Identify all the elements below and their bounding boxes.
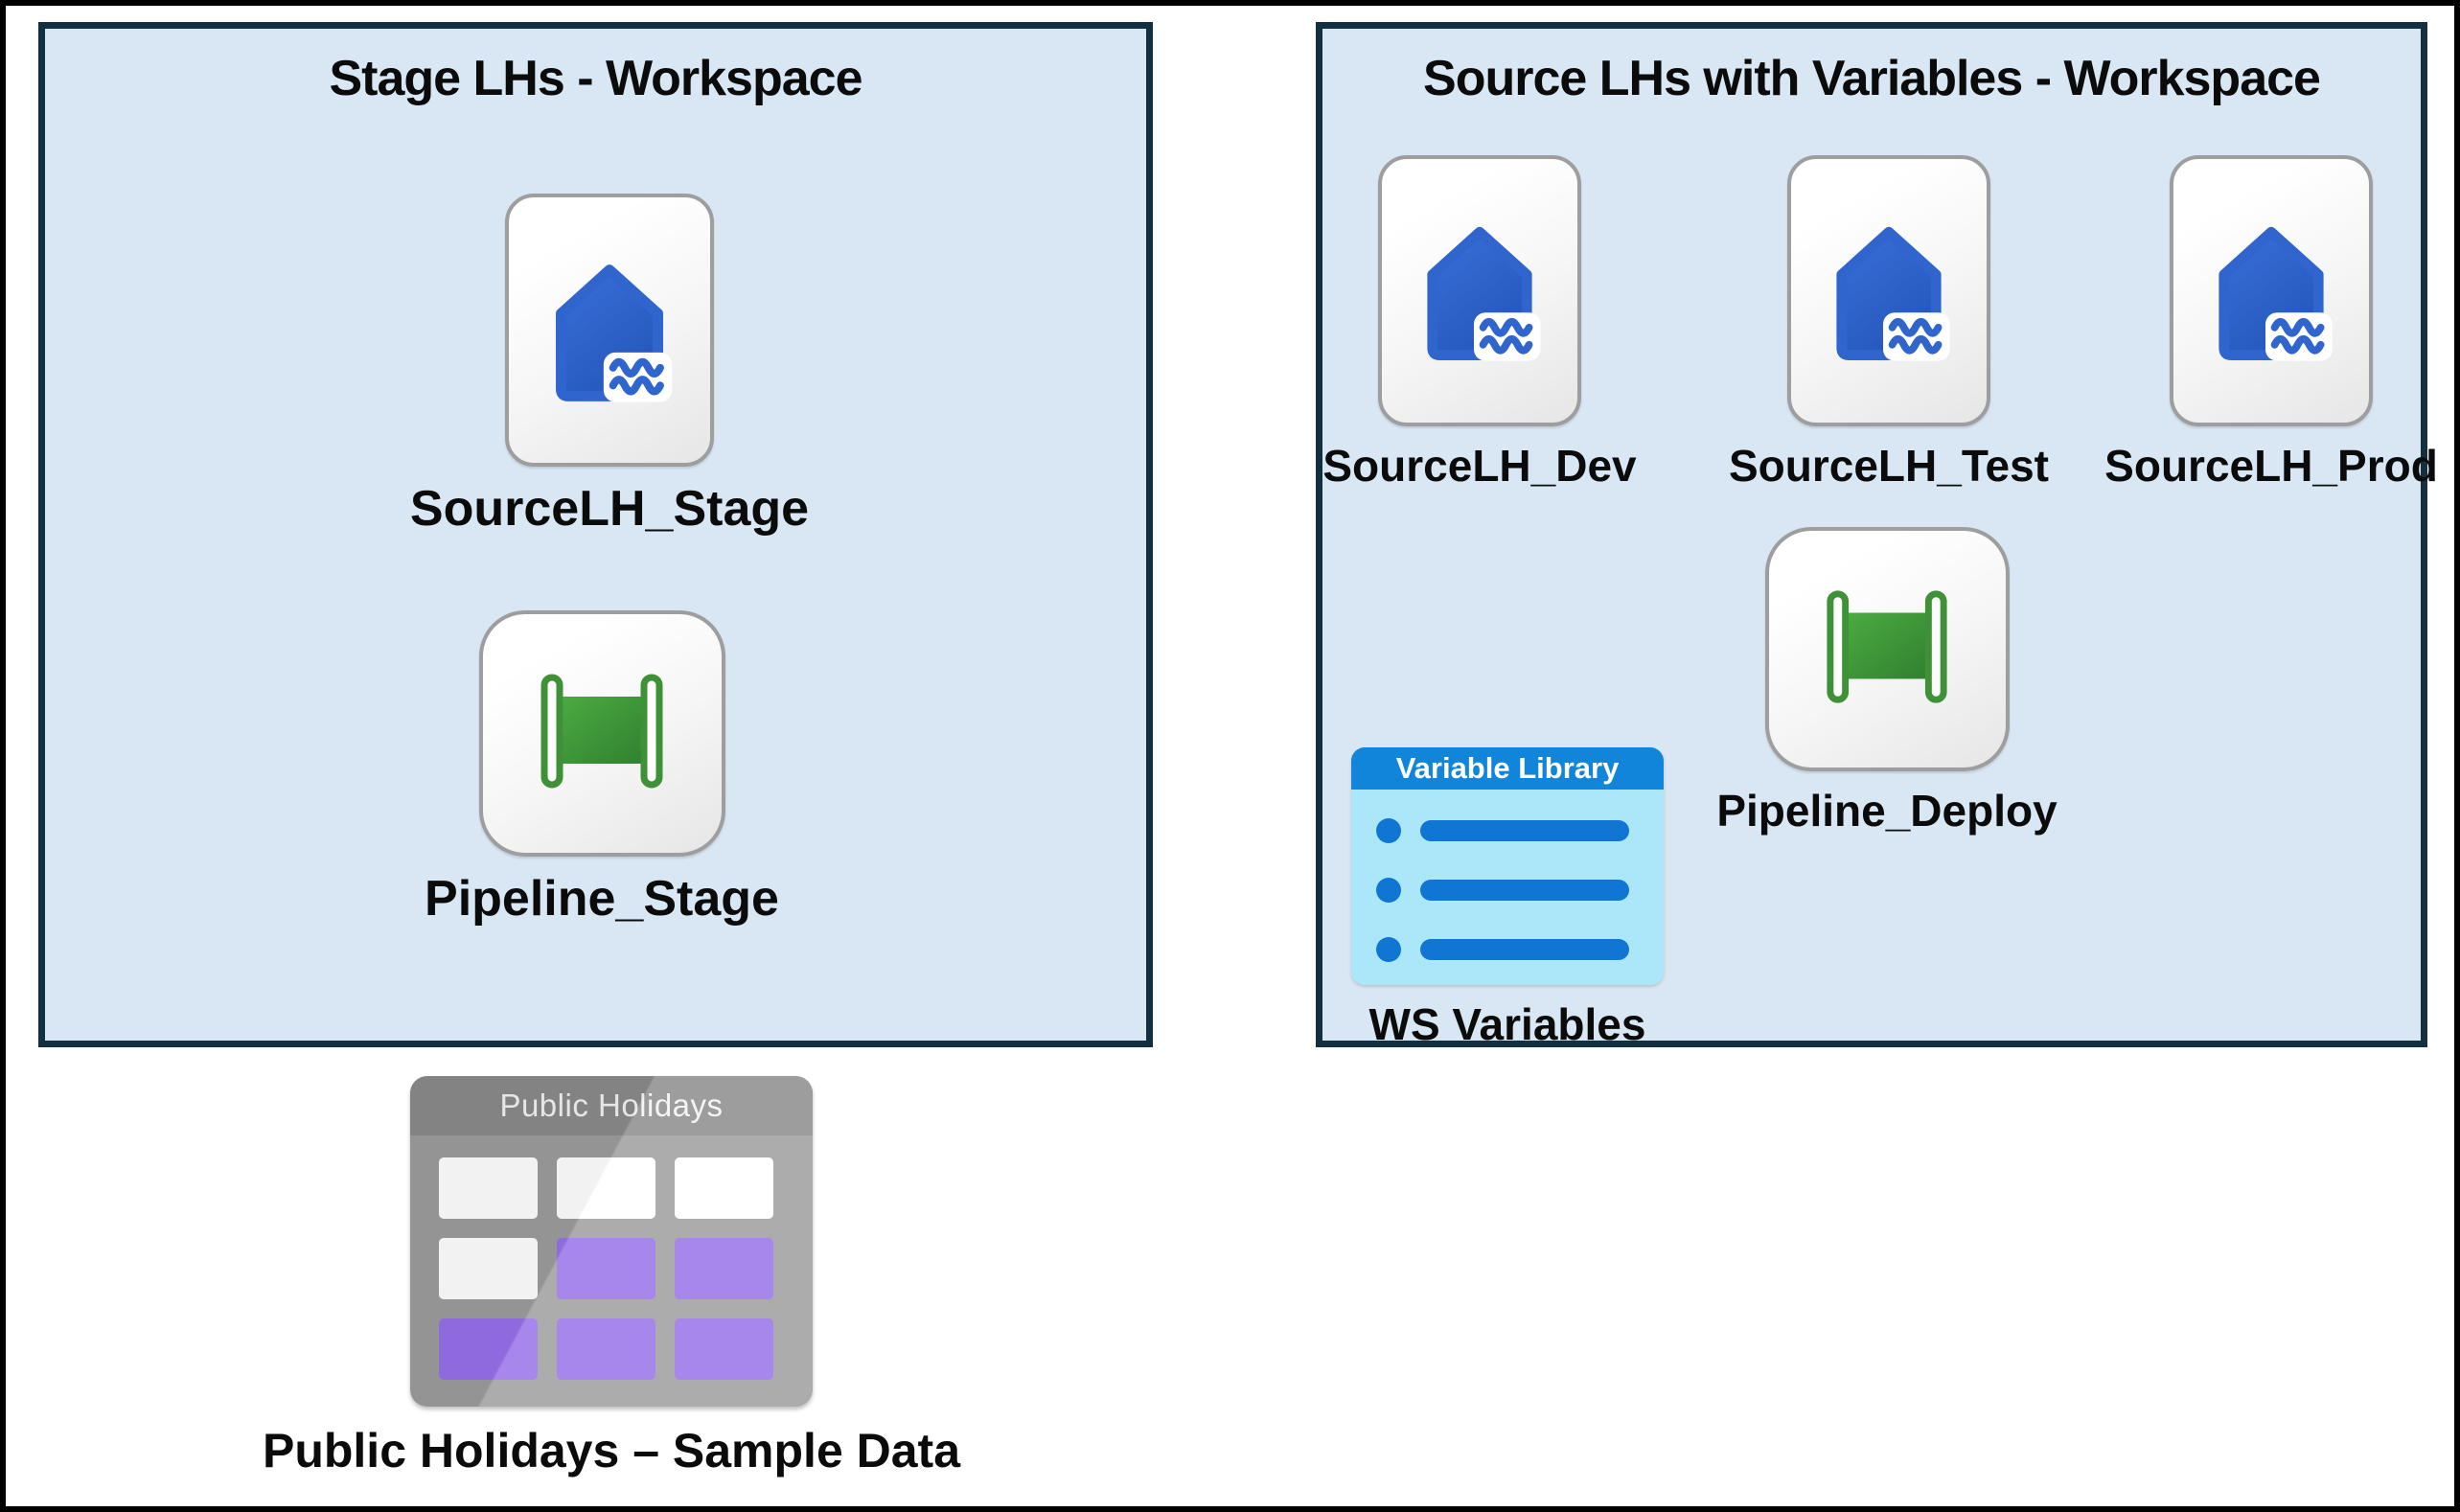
- variable-library-item: Variable Library WS Varia: [1351, 747, 1664, 1050]
- variable-row: [1376, 937, 1629, 962]
- lakehouse-prod-label: SourceLH_Prod: [2104, 441, 2438, 491]
- sample-data-item: Public Holidays Public Holidays – Sample…: [199, 1076, 1023, 1478]
- table-cell-purple: [439, 1318, 538, 1380]
- bullet-icon: [1376, 818, 1401, 843]
- lakehouse-card: [2170, 155, 2373, 426]
- variable-row: [1376, 878, 1629, 903]
- sample-table-grid: [410, 1135, 813, 1405]
- table-cell-white: [557, 1157, 655, 1219]
- pipeline-card: [1764, 527, 2010, 771]
- lakehouse-prod-item: SourceLH_Prod: [2032, 155, 2460, 492]
- pipeline-stage-label: Pipeline_Stage: [425, 871, 779, 927]
- variable-row: [1376, 818, 1629, 843]
- table-cell-purple: [675, 1238, 773, 1299]
- stage-workspace-panel: Stage LHs - Workspace: [38, 22, 1153, 1047]
- pipeline-deploy-item: Pipeline_Deploy: [1647, 527, 2127, 836]
- lakehouse-test-label: SourceLH_Test: [1728, 441, 2050, 491]
- variable-bar: [1420, 939, 1629, 960]
- lakehouse-stage-label: SourceLH_Stage: [409, 481, 810, 537]
- table-cell-purple: [557, 1318, 655, 1380]
- ws-variables-label: WS Variables: [1368, 999, 1646, 1049]
- variable-bar: [1420, 820, 1629, 841]
- stage-workspace-title: Stage LHs - Workspace: [329, 51, 862, 106]
- lakehouse-card: [1378, 155, 1581, 426]
- table-cell-purple: [557, 1238, 655, 1299]
- table-cell-purple: [675, 1318, 773, 1380]
- table-cell-white: [439, 1157, 538, 1219]
- table-cell-white: [439, 1238, 538, 1299]
- pipeline-card: [478, 610, 725, 857]
- lakehouse-icon: [1412, 214, 1548, 368]
- variable-library-icon-body: [1351, 790, 1664, 985]
- pipeline-stage-item: Pipeline_Stage: [314, 610, 889, 928]
- source-workspace-panel: Source LHs with Variables - Workspace So…: [1316, 22, 2438, 1050]
- bullet-icon: [1376, 878, 1401, 903]
- table-cell-white: [675, 1157, 773, 1219]
- pipeline-icon: [525, 664, 678, 803]
- lakehouse-icon: [1821, 214, 1957, 368]
- sample-data-label: Public Holidays – Sample Data: [262, 1424, 961, 1478]
- bullet-icon: [1376, 937, 1401, 962]
- lakehouse-card: [505, 194, 714, 467]
- table-icon-title: Public Holidays: [410, 1076, 813, 1135]
- variable-library-icon: Variable Library: [1351, 747, 1664, 985]
- variable-bar: [1420, 880, 1629, 901]
- table-icon: Public Holidays: [410, 1076, 813, 1407]
- lakehouse-test-item: SourceLH_Test: [1649, 155, 2128, 492]
- lakehouse-icon: [2203, 214, 2339, 368]
- lakehouse-dev-label: SourceLH_Dev: [1322, 441, 1637, 491]
- pipeline-icon: [1811, 581, 1963, 718]
- lakehouse-card: [1787, 155, 1990, 426]
- pipeline-deploy-label: Pipeline_Deploy: [1716, 786, 2058, 836]
- lakehouse-stage-item: SourceLH_Stage: [322, 194, 897, 538]
- source-workspace-title: Source LHs with Variables - Workspace: [1423, 51, 2321, 106]
- variable-library-icon-title: Variable Library: [1351, 747, 1664, 790]
- lakehouse-dev-item: SourceLH_Dev: [1240, 155, 1719, 492]
- lakehouse-icon: [540, 251, 679, 409]
